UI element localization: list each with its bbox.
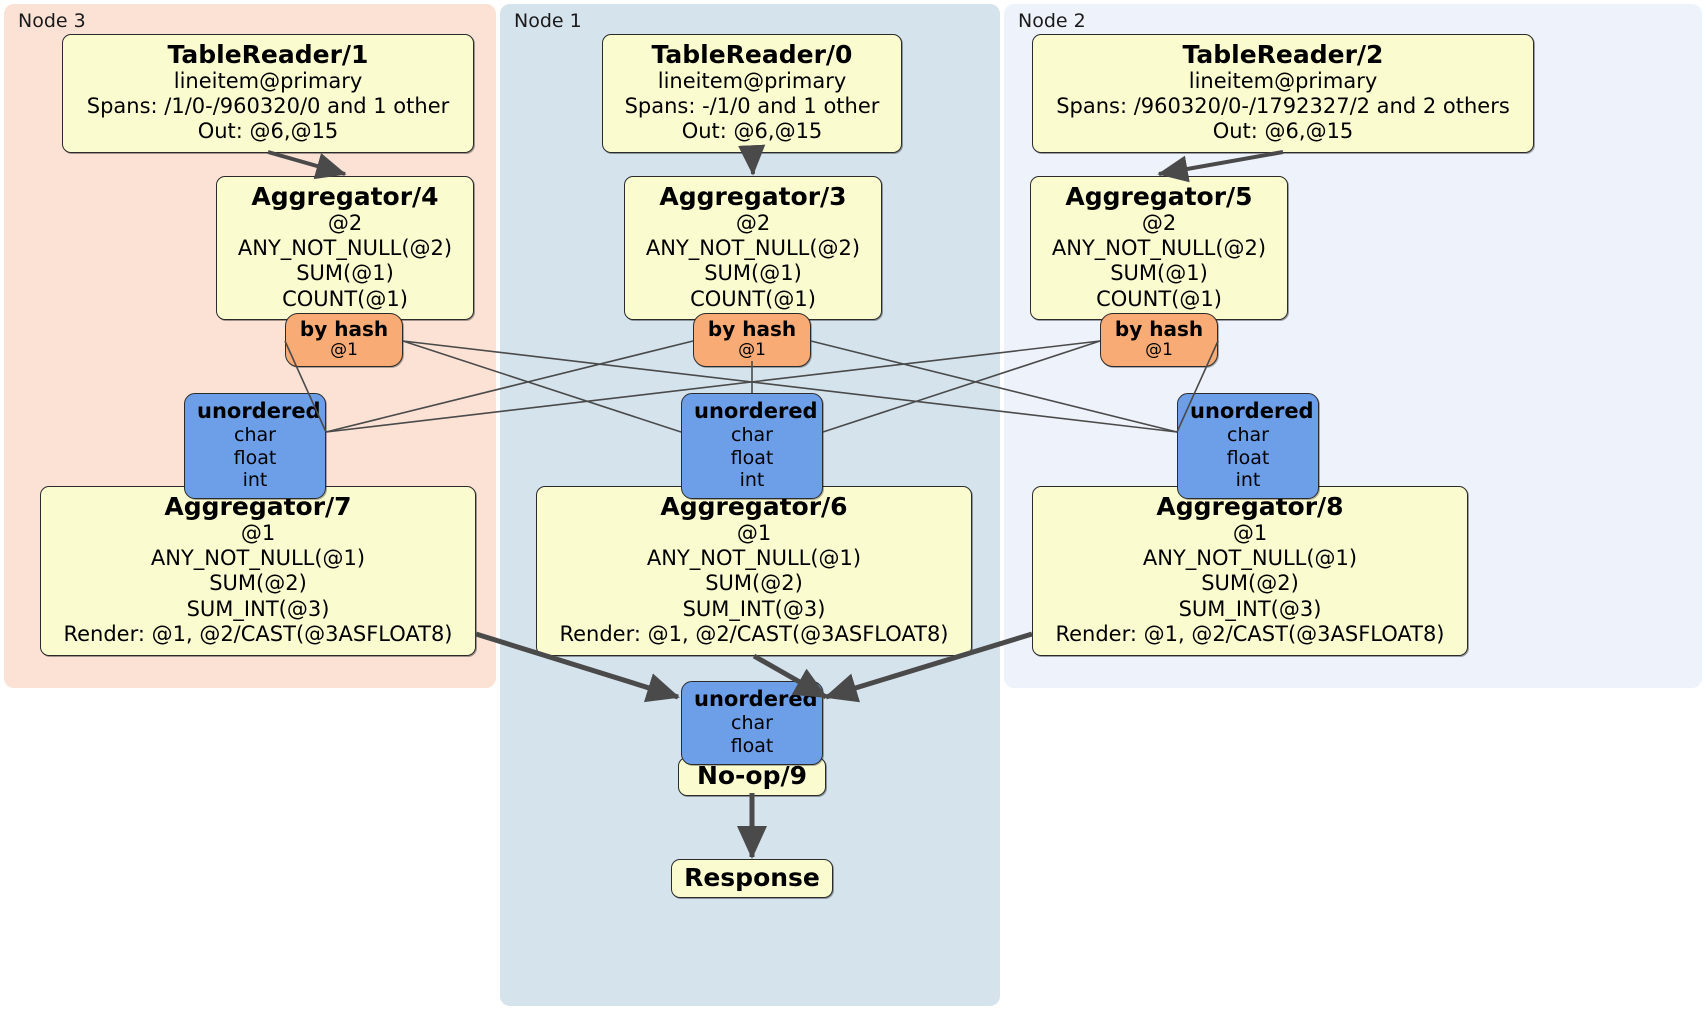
- hash-router-byhash4[interactable]: by hash@1: [285, 313, 403, 367]
- processor-detail: COUNT(@1): [282, 286, 408, 311]
- processor-detail: lineitem@primary: [657, 69, 847, 93]
- processor-detail: @1: [1232, 521, 1268, 545]
- processor-detail: COUNT(@1): [1096, 286, 1222, 311]
- processor-detail: SUM_INT(@3): [1178, 596, 1322, 621]
- processor-detail: Render: @1, @2/CAST(@3ASFLOAT8): [63, 621, 453, 646]
- processor-detail: Spans: /960320/0-/1792327/2 and 2 others: [1056, 94, 1510, 119]
- synchronizer-type: char: [1227, 424, 1269, 447]
- synchronizer-type: char: [731, 712, 773, 735]
- processor-title: Aggregator/5: [1065, 182, 1253, 211]
- processor-detail: @2: [735, 211, 771, 235]
- synchronizer-title: unordered: [197, 399, 321, 423]
- synchronizer-title: unordered: [694, 687, 818, 711]
- processor-detail: ANY_NOT_NULL(@2): [645, 236, 861, 261]
- processor-detail: Render: @1, @2/CAST(@3ASFLOAT8): [1055, 621, 1445, 646]
- synchronizer-type: char: [731, 424, 773, 447]
- synchronizer-type: float: [233, 446, 277, 469]
- processor-detail: Out: @6,@15: [197, 119, 339, 144]
- processor-detail: ANY_NOT_NULL(@1): [150, 546, 366, 571]
- processor-title: TableReader/1: [167, 40, 369, 69]
- processor-title: TableReader/0: [651, 40, 853, 69]
- processor-detail: SUM(@1): [296, 261, 394, 286]
- processor-detail: SUM(@2): [705, 571, 803, 596]
- processor-detail: Out: @6,@15: [681, 119, 823, 144]
- processor-title: Aggregator/4: [251, 182, 439, 211]
- processor-detail: SUM(@1): [1110, 261, 1208, 286]
- processor-detail: Spans: -/1/0 and 1 other: [624, 94, 880, 119]
- processor-detail: COUNT(@1): [690, 286, 816, 311]
- synchronizer-type: int: [242, 469, 268, 491]
- processor-detail: @2: [327, 211, 363, 235]
- processor-detail: Render: @1, @2/CAST(@3ASFLOAT8): [559, 621, 949, 646]
- processor-detail: Spans: /1/0-/960320/0 and 1 other: [86, 94, 450, 119]
- hash-router-byhash5[interactable]: by hash@1: [1100, 313, 1218, 367]
- router-detail: @1: [1145, 340, 1173, 360]
- processor-detail: lineitem@primary: [173, 69, 363, 93]
- router-title: by hash: [299, 317, 389, 341]
- processor-detail: @1: [736, 521, 772, 545]
- processor-title: Response: [684, 863, 820, 892]
- processor-detail: SUM_INT(@3): [186, 596, 330, 621]
- router-title: by hash: [707, 317, 797, 341]
- router-detail: @1: [738, 340, 766, 360]
- processor-detail: SUM(@1): [704, 261, 802, 286]
- synchronizer-type: float: [730, 446, 774, 469]
- processor-detail: @2: [1141, 211, 1177, 235]
- processor-title: Aggregator/3: [659, 182, 847, 211]
- node-panel-label-node1: Node 1: [514, 10, 582, 32]
- synchronizer-type: float: [730, 734, 774, 757]
- node-panel-label-node2: Node 2: [1018, 10, 1086, 32]
- processor-detail: SUM(@2): [209, 571, 307, 596]
- synchronizer-title: unordered: [694, 399, 818, 423]
- processor-detail: SUM(@2): [1201, 571, 1299, 596]
- processor-detail: ANY_NOT_NULL(@1): [646, 546, 862, 571]
- hash-router-byhash3[interactable]: by hash@1: [693, 313, 811, 367]
- processor-detail: Out: @6,@15: [1212, 119, 1354, 144]
- processor-detail: ANY_NOT_NULL(@2): [1051, 236, 1267, 261]
- processor-response[interactable]: Response: [671, 859, 833, 898]
- synchronizer-title: unordered: [1190, 399, 1314, 423]
- processor-detail: ANY_NOT_NULL(@1): [1142, 546, 1358, 571]
- synchronizer-type: int: [739, 469, 765, 491]
- synchronizer-type: float: [1226, 446, 1270, 469]
- processor-title: No-op/9: [696, 761, 808, 790]
- processor-detail: @1: [240, 521, 276, 545]
- processor-detail: lineitem@primary: [1188, 69, 1378, 93]
- router-detail: @1: [330, 340, 358, 360]
- processor-detail: ANY_NOT_NULL(@2): [237, 236, 453, 261]
- processor-title: TableReader/2: [1182, 40, 1384, 69]
- synchronizer-type: char: [234, 424, 276, 447]
- synchronizer-type: int: [1235, 469, 1261, 491]
- node-panel-label-node3: Node 3: [18, 10, 86, 32]
- processor-detail: SUM_INT(@3): [682, 596, 826, 621]
- router-title: by hash: [1114, 317, 1204, 341]
